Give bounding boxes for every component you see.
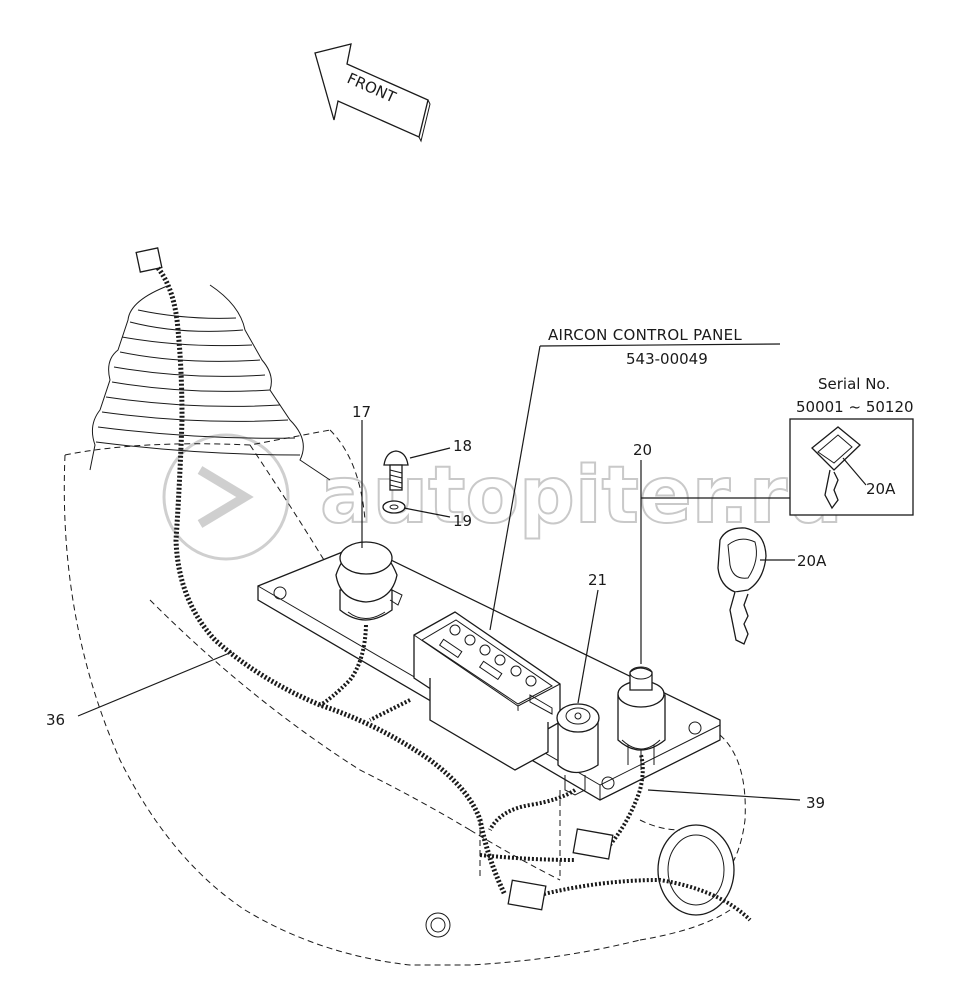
callout-labels: AIRCON CONTROL PANEL 543-00049 Serial No… [46,326,914,812]
front-arrow: FRONT [314,43,431,143]
callout-19: 19 [453,512,472,530]
leader-lines [77,343,867,801]
ignition-key [717,527,767,645]
harness-connector-bottom [507,879,547,911]
console-housing [63,429,746,966]
wiring-harness [135,247,752,922]
callout-39: 39 [806,794,825,812]
watermark-logo-icon [162,433,290,561]
harness-connector-middle [572,828,614,860]
panel-part-number: 543-00049 [626,350,708,368]
screw [383,450,409,491]
serial-label: Serial No. [818,375,890,393]
panel-title: AIRCON CONTROL PANEL [548,326,742,344]
aircon-control-panel [413,611,561,771]
callout-20a: 20A [797,552,827,570]
power-socket [556,703,600,796]
serial-key-box [789,418,914,516]
gearshift-boot [89,284,331,481]
washer [382,500,406,514]
callout-36: 36 [46,711,65,729]
harness-connector-top [135,247,163,273]
starter-switch [617,666,666,770]
callout-18: 18 [453,437,472,455]
callout-20a-box: 20A [866,480,896,498]
callout-21: 21 [588,571,607,589]
serial-range: 50001 ~ 50120 [796,398,914,416]
callout-17: 17 [352,403,371,421]
callout-20: 20 [633,441,652,459]
cigar-lighter [335,541,403,621]
